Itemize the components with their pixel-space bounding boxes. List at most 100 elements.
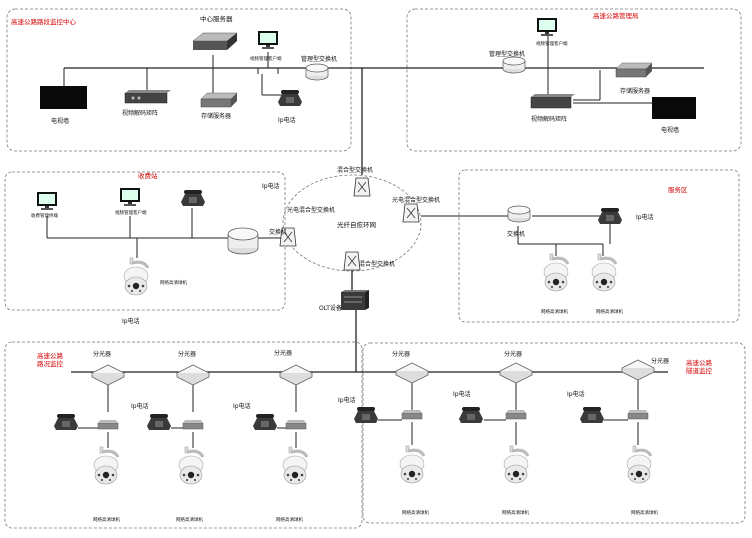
splitter-4-label: 分光器: [392, 350, 410, 358]
splitter-3-label: 分光器: [274, 349, 292, 357]
tunnel-camera-3-icon: [281, 445, 309, 486]
tunnel-phone-4-icon: [354, 407, 378, 423]
ip-phone-label: Ip电话: [278, 116, 296, 124]
bureau-decoder-icon: [530, 94, 575, 109]
service-phone-icon: [598, 208, 622, 224]
bureau-storage-label: 存储服务器: [620, 87, 650, 95]
tunnel-camera-2-label: 网络高清球机: [176, 516, 203, 523]
tunnel-camera-1-icon: [92, 445, 120, 486]
zone-tunnel-right: [362, 342, 746, 524]
zone-tunnel-left: [4, 341, 363, 529]
ip-phone-icon: [278, 90, 302, 106]
tunnel-ip-phone-4-label: Ip电话: [338, 396, 356, 404]
service-router-icon: [507, 205, 531, 223]
bureau-switch-label: 管理型交换机: [489, 50, 525, 58]
tunnel-camera-1-label: 网络高清球机: [93, 516, 120, 523]
splitter-6-icon: [621, 359, 655, 381]
zone-management-bureau: [406, 8, 742, 152]
onu-4-icon: [401, 409, 423, 420]
toll-ip-phone-label: Ip电话: [262, 182, 280, 190]
hybrid-switch-top-label: 混合型交换机: [337, 166, 373, 174]
toll-mgmt-label: 收费管理终端: [31, 212, 58, 219]
zone-title-tunnel-left-1: 高速公路: [37, 351, 64, 360]
video-mgmt-client-label: 视频管理客户端: [250, 55, 282, 62]
bureau-decoder-label: 视频解码矩阵: [531, 115, 567, 123]
central-server-label: 中心服务器: [200, 14, 233, 23]
tunnel-camera-5-icon: [502, 444, 530, 485]
tunnel-phone-3-icon: [253, 414, 277, 430]
managed-switch-label: 管理型交换机: [301, 55, 337, 63]
onu-3-icon: [285, 419, 307, 430]
hybrid-switch-bottom-label: 混合型交换机: [359, 260, 395, 268]
zone-title-monitor-center: 高速公路路段监控中心: [11, 17, 77, 26]
zone-service-area: [458, 169, 740, 323]
ring-label: 光纤自愈环网: [337, 220, 376, 229]
splitter-2-icon: [176, 364, 210, 386]
hybrid-switch-right-icon: [402, 203, 420, 223]
bureau-video-wall-icon: [652, 97, 696, 119]
onu-6-icon: [627, 409, 649, 420]
hybrid-switch-left-label: 光电混合型交换机: [287, 206, 335, 214]
zone-title-service-area: 服务区: [668, 185, 688, 194]
bureau-switch-icon: [502, 56, 526, 74]
zone-title-tunnel-right-2: 隧道监控: [686, 366, 713, 375]
toll-switch-label: 交换机: [269, 228, 287, 236]
zone-monitor-center: [6, 8, 352, 152]
olt-icon: [341, 290, 369, 310]
olt-label: OLT设备: [319, 304, 342, 312]
zone-title-management-bureau: 高速公路管理局: [593, 11, 639, 20]
bureau-client-label: 视频管理客户端: [536, 40, 568, 47]
splitter-1-label: 分光器: [93, 350, 111, 358]
zone-toll-station: [4, 171, 286, 311]
tunnel-camera-4-label: 网络高清球机: [402, 509, 429, 516]
tunnel-phone-1-icon: [54, 414, 78, 430]
tunnel-ip-phone-6-label: Ip电话: [567, 390, 585, 398]
hybrid-switch-bottom-icon: [343, 251, 361, 271]
toll-router-icon: [227, 227, 259, 255]
service-switch-label: 交换机: [507, 230, 525, 238]
splitter-4-icon: [395, 362, 429, 384]
splitter-1-icon: [91, 364, 125, 386]
service-camera-2-label: 网络高清球机: [596, 308, 623, 315]
bureau-client-monitor-icon: [537, 18, 557, 36]
decoder-matrix-label: 视频解码矩阵: [122, 109, 158, 117]
toll-ip-phone-bottom-label: Ip电话: [122, 317, 140, 325]
tunnel-camera-6-label: 网络高清球机: [631, 509, 658, 516]
zone-title-tunnel-left-2: 路况监控: [37, 359, 64, 368]
splitter-3-icon: [279, 364, 313, 386]
toll-camera-icon: [122, 256, 150, 297]
video-wall-icon: [40, 86, 87, 109]
tunnel-ip-phone-5-label: Ip电话: [453, 390, 471, 398]
zone-title-tunnel-right-1: 高速公路: [686, 358, 713, 367]
tunnel-phone-2-icon: [147, 414, 171, 430]
service-camera-2-icon: [590, 252, 618, 293]
storage-server-icon: [200, 92, 238, 108]
splitter-2-label: 分光器: [178, 350, 196, 358]
service-camera-1-label: 网络高清球机: [541, 308, 568, 315]
onu-5-icon: [505, 409, 527, 420]
hybrid-switch-right-label: 光电混合型交换机: [392, 196, 440, 204]
central-server-icon: [192, 32, 238, 50]
hybrid-switch-top-icon: [353, 177, 371, 197]
tunnel-camera-2-icon: [177, 445, 205, 486]
splitter-5-label: 分光器: [504, 350, 522, 358]
toll-mgmt-monitor-icon: [37, 192, 57, 210]
managed-switch-icon: [305, 63, 329, 81]
toll-camera-label: 网络高清球机: [160, 279, 187, 286]
tunnel-ip-phone-3-label: Ip电话: [233, 402, 251, 410]
bureau-video-wall-label: 电视墙: [661, 126, 679, 134]
toll-phone-icon: [181, 190, 205, 206]
tunnel-camera-5-label: 网络高清球机: [502, 509, 529, 516]
service-ip-phone-label: Ip电话: [636, 213, 654, 221]
tunnel-phone-6-icon: [580, 407, 604, 423]
storage-server-label: 存储服务器: [201, 112, 231, 120]
tunnel-camera-6-icon: [625, 444, 653, 485]
toll-client-monitor-icon: [120, 188, 140, 206]
onu-1-icon: [97, 419, 119, 430]
tunnel-camera-4-icon: [398, 444, 426, 485]
video-wall-label: 电视墙: [51, 117, 69, 125]
service-camera-1-icon: [542, 252, 570, 293]
bureau-storage-icon: [615, 62, 653, 78]
zone-title-toll-station: 收费站: [138, 171, 158, 180]
